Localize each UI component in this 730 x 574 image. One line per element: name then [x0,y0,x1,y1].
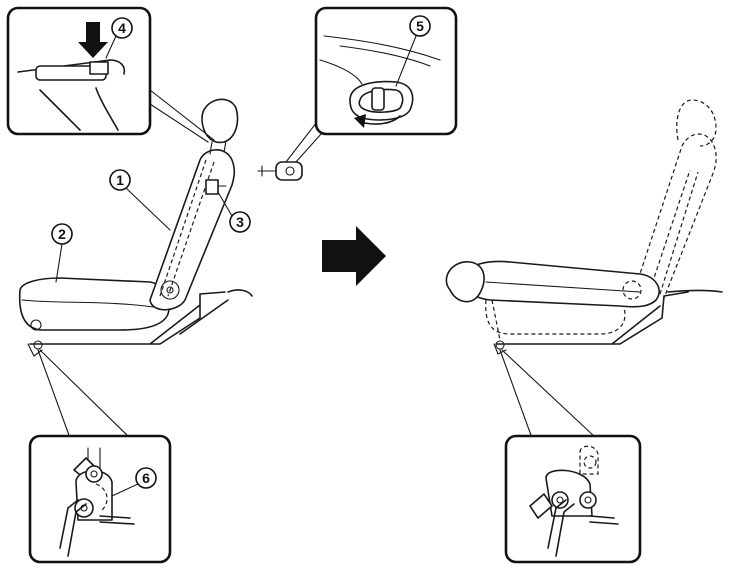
seat-folded [445,99,723,355]
callout-1: 1 [116,172,124,188]
callout-3: 3 [236,214,244,230]
callout-5: 5 [416,18,424,34]
callout-6: 6 [142,470,150,486]
inset-headrest-release: 4 [6,6,152,136]
seat-upright [18,98,253,357]
inset-hinge-released [504,434,642,564]
inset-hinge-locked: 6 [28,434,172,564]
callout-2: 2 [58,226,66,242]
transition-arrow [322,226,386,286]
inset-lever: 5 [314,6,458,136]
callout-group-left: 1 2 3 [51,169,251,283]
callout-4: 4 [118,20,126,36]
release-handle [257,161,303,181]
